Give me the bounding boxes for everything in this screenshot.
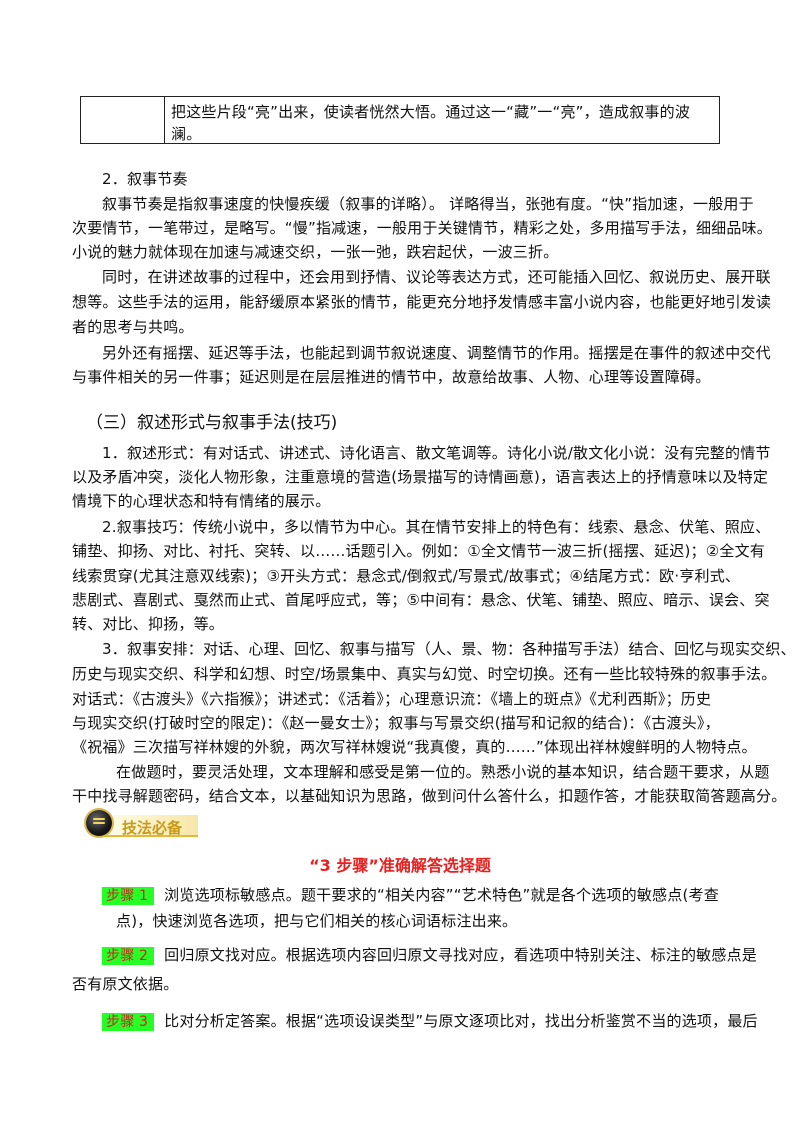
paragraph-line: 线索贯穿(尤其注意双线索)；③开头方式：悬念式/倒叙式/写景式/故事式；④结尾方… — [72, 567, 741, 585]
banner-bar — [94, 815, 198, 837]
step-tag: 步骤 2 — [102, 947, 155, 965]
section-heading: 2．叙事节奏 — [102, 170, 188, 188]
paragraph-line: 与现实交织(打破时空的限定)：《赵一曼女士》；叙事与写景交织(描写和记叙的结合)… — [72, 714, 720, 732]
paragraph-line: 与事件相关的另一件事；延迟则是在层层推进的情节中，故意给故事、人物、心理等设置障… — [72, 368, 711, 386]
paragraph-line: 1．叙述形式：有对话式、讲述式、诗化语言、散文笔调等。诗化小说/散文化小说：没有… — [102, 444, 771, 462]
paragraph-line: 转、对比、抑扬，等。 — [72, 615, 225, 633]
paragraph-line: 次要情节，一笔带过，是略写。“慢”指减速，一般用于关键情节，精彩之处，多用描写手… — [72, 219, 772, 237]
table-cell-line: 把这些片段“亮”出来，使读者恍然大悟。通过这一“藏”一“亮”，造成叙事的波 — [171, 103, 691, 121]
step-line: 点)，快速浏览各选项，把与它们相关的核心词语标注出来。 — [116, 912, 518, 930]
section-banner: 技法必备 — [86, 810, 198, 838]
paragraph-line: 者的思考与共鸣。 — [72, 318, 194, 336]
banner-label: 技法必备 — [122, 819, 183, 837]
step-text: 比对分析定答案。根据“选项设误类型”与原文逐项比对，找出分析鉴赏不当的选项，最后 — [164, 1012, 758, 1030]
step-tag: 步骤 3 — [102, 1013, 155, 1031]
paragraph-line: 情境下的心理状态和特有情绪的展示。 — [72, 492, 331, 510]
paragraph-line: 以及矛盾冲突，淡化人物形象，注重意境的营造(场景描写的诗情画意)，语言表达上的抒… — [72, 468, 769, 486]
paragraph-line: 在做题时，要灵活处理，文本理解和感受是第一位的。熟悉小说的基本知识，结合题干要求… — [116, 763, 770, 781]
step-tag: 步骤 1 — [102, 887, 155, 905]
paragraph-line: 同时，在讲述故事的过程中，还会用到抒情、议论等表达方式，还可能插入回忆、叙说历史… — [102, 268, 771, 286]
paragraph-line: 3．叙事安排：对话、心理、回忆、叙事与描写（人、景、物：各种描写手法）结合、回忆… — [102, 640, 796, 658]
step-text: 回归原文找对应。根据选项内容回归原文寻找对应，看选项中特别关注、标注的敏感点是 — [164, 946, 757, 964]
paragraph-line: 铺垫、抑扬、对比、衬托、突转、以……话题引入。例如：①全文情节一波三折(摇摆、延… — [72, 542, 766, 560]
step-text: 浏览选项标敏感点。题干要求的“相关内容”“艺术特色”就是各个选项的敏感点(考查 — [164, 886, 719, 904]
paragraph-line: 叙事节奏是指叙事速度的快慢疾缓（叙事的详略）。 详略得当，张弛有度。“快”指加速… — [102, 195, 754, 213]
step-line: 否有原文依据。 — [72, 975, 179, 993]
table-divider — [164, 97, 165, 143]
table-cell-line: 澜。 — [171, 125, 202, 143]
paragraph-line: 干中找寻解题密码，结合文本，以基础知识为思路，做到问什么答什么，扣题作答，才能获… — [72, 787, 787, 805]
step-line: 步骤 2 回归原文找对应。根据选项内容回归原文寻找对应，看选项中特别关注、标注的敏… — [102, 946, 757, 965]
table-row: 把这些片段“亮”出来，使读者恍然大悟。通过这一“藏”一“亮”，造成叙事的波 澜。 — [80, 96, 720, 144]
paragraph-line: 对话式：《古渡头》《六指猴》；讲述式：《活着》；心理意识流：《墙上的斑点》《尤利… — [72, 690, 712, 708]
paragraph-line: 历史与现实交织、科学和幻想、时空/场景集中、真实与幻觉、时空切换。还有一些比较特… — [72, 665, 777, 683]
paragraph-line: 小说的魅力就体现在加速与减速交织，一张一弛，跌宕起伏，一波三折。 — [72, 243, 559, 261]
paragraph-line: 悲剧式、喜剧式、戛然而止式、首尾呼应式，等；⑤中间有：悬念、伏笔、铺垫、照应、暗… — [72, 591, 770, 609]
paragraph-line: 《祝福》三次描写祥林嫂的外貌，两次写祥林嫂说“我真傻，真的……”体现出祥林嫂鲜明… — [72, 738, 757, 756]
step-line: 步骤 1 浏览选项标敏感点。题干要求的“相关内容”“艺术特色”就是各个选项的敏感点… — [102, 886, 719, 905]
paragraph-line: 2.叙事技巧：传统小说中，多以情节为中心。其在情节安排上的特色有：线索、悬念、伏… — [102, 518, 771, 536]
paragraph-line: 另外还有摇摆、延迟等手法，也能起到调节叙说速度、调整情节的作用。摇摆是在事件的叙… — [102, 344, 771, 362]
section-heading: （三）叙述形式与叙事手法(技巧) — [86, 413, 338, 433]
book-icon — [86, 810, 112, 836]
steps-title: “3 步骤”准确解答选择题 — [309, 856, 491, 875]
step-line: 步骤 3 比对分析定答案。根据“选项设误类型”与原文逐项比对，找出分析鉴赏不当的选… — [102, 1012, 758, 1031]
paragraph-line: 想等。这些手法的运用，能舒缓原本紧张的情节，能更充分地抒发情感丰富小说内容，也能… — [72, 293, 772, 311]
